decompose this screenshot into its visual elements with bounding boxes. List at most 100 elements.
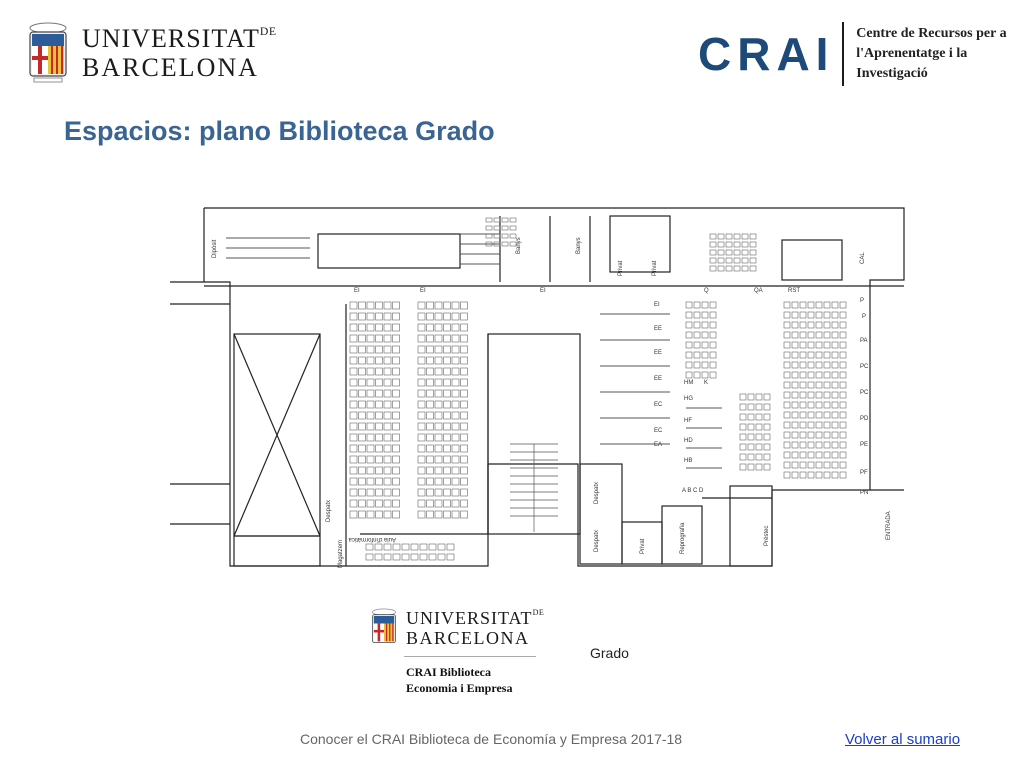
desk	[443, 389, 451, 398]
desk	[791, 441, 799, 449]
desk	[839, 401, 847, 409]
desk	[443, 422, 451, 431]
desk	[383, 488, 392, 497]
desk	[392, 433, 400, 442]
desk	[392, 367, 400, 376]
label-ec-1: EC	[654, 402, 663, 408]
desk	[392, 510, 400, 519]
desk	[807, 381, 815, 389]
label-privat-2: Privat	[652, 260, 658, 276]
desk	[725, 233, 733, 240]
desk	[392, 477, 400, 486]
desk	[791, 411, 799, 419]
desk	[807, 351, 815, 359]
desk	[366, 400, 375, 409]
desk	[443, 323, 451, 332]
desk	[426, 312, 434, 321]
desk	[383, 400, 392, 409]
desk	[366, 422, 375, 431]
desk	[434, 389, 443, 398]
label-pc-1: PC	[860, 364, 869, 370]
desk	[358, 411, 366, 420]
desk	[831, 401, 839, 409]
desk	[437, 543, 446, 551]
desk	[685, 371, 693, 379]
desk	[451, 477, 460, 486]
desk	[375, 488, 383, 497]
desk	[451, 345, 460, 354]
desk	[417, 422, 426, 431]
desk	[460, 510, 468, 519]
ub-shield-small-icon	[372, 608, 396, 644]
desk	[358, 499, 366, 508]
desk	[493, 233, 501, 239]
desk	[426, 455, 434, 464]
desk	[426, 334, 434, 343]
desk	[693, 351, 701, 359]
desk	[410, 543, 419, 551]
desk	[823, 431, 831, 439]
desk	[739, 443, 747, 451]
desk	[749, 241, 757, 248]
desk	[349, 334, 358, 343]
desk	[434, 367, 443, 376]
floor-plan: Dipòsit Banys Banys Privat Privat CAL EI…	[170, 207, 905, 568]
desk	[815, 471, 823, 479]
desk	[763, 423, 771, 431]
desk	[383, 345, 392, 354]
desk	[349, 323, 358, 332]
desk	[799, 341, 807, 349]
desk	[392, 499, 400, 508]
desk	[799, 321, 807, 329]
desk	[392, 378, 400, 387]
back-to-summary-link[interactable]: Volver al sumario	[845, 731, 961, 748]
desk	[725, 249, 733, 256]
desk	[747, 423, 755, 431]
desk	[493, 217, 501, 223]
desk	[839, 391, 847, 399]
desk	[791, 461, 799, 469]
desk	[755, 443, 763, 451]
desk	[434, 334, 443, 343]
desk	[709, 321, 717, 329]
label-ee-3: EE	[654, 376, 662, 382]
desk	[460, 356, 468, 365]
desk	[807, 411, 815, 419]
desk	[383, 466, 392, 475]
desk	[443, 477, 451, 486]
desk	[451, 334, 460, 343]
label-reprografia: Reprografia	[680, 522, 686, 554]
desk	[434, 356, 443, 365]
desk	[451, 488, 460, 497]
desk	[501, 241, 509, 247]
bottom-logo-rule	[404, 656, 536, 657]
desk	[417, 367, 426, 376]
desk	[366, 411, 375, 420]
desk	[443, 466, 451, 475]
desk	[417, 455, 426, 464]
desk	[807, 331, 815, 339]
desk	[358, 477, 366, 486]
desk	[358, 378, 366, 387]
desk	[366, 356, 375, 365]
desk	[791, 341, 799, 349]
desk	[799, 301, 807, 309]
desk	[375, 400, 383, 409]
desk	[434, 422, 443, 431]
desk	[392, 455, 400, 464]
desk	[451, 378, 460, 387]
desk	[358, 356, 366, 365]
desk	[358, 444, 366, 453]
desk	[451, 411, 460, 420]
desk	[358, 389, 366, 398]
desk	[763, 403, 771, 411]
desk	[426, 499, 434, 508]
desk	[509, 241, 517, 247]
stairs	[510, 443, 558, 532]
desk	[451, 466, 460, 475]
desk	[434, 312, 443, 321]
desk	[443, 455, 451, 464]
plan-labels: Dipòsit Banys Banys Privat Privat CAL EI…	[212, 237, 892, 568]
label-despatx-1: Despatx	[326, 500, 332, 522]
desk	[443, 301, 451, 310]
